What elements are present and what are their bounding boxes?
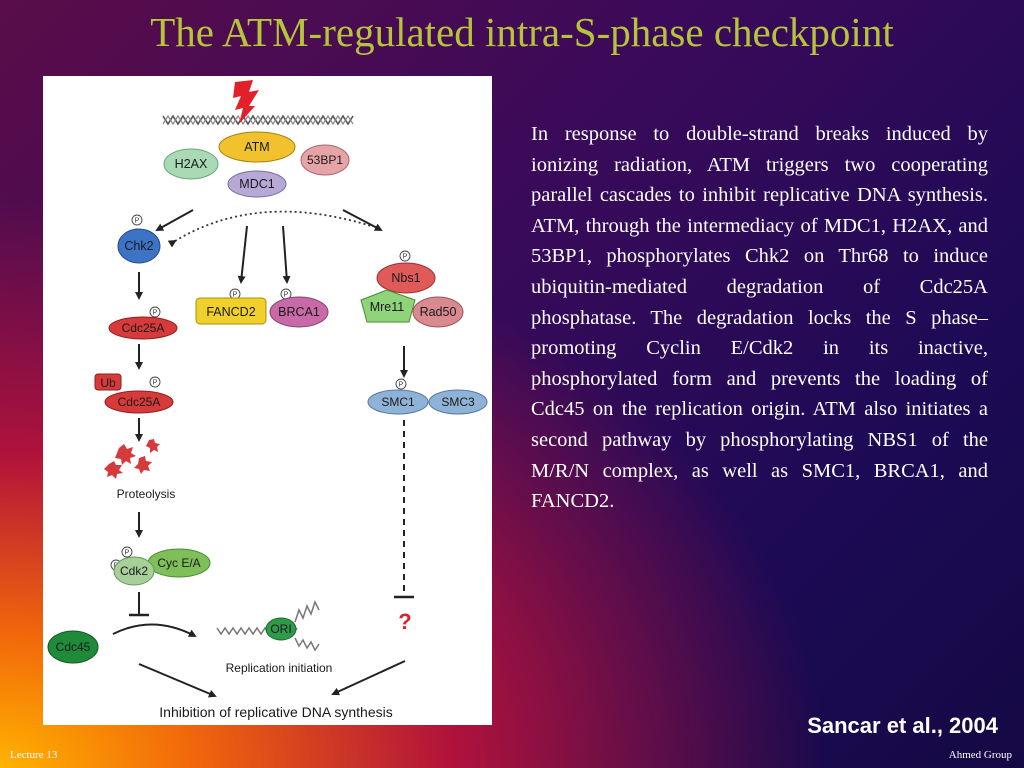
svg-text:P: P xyxy=(135,218,140,225)
53bp1-node xyxy=(300,144,350,176)
atm-node xyxy=(218,131,296,163)
cdk2-node xyxy=(113,556,155,586)
chk2-node xyxy=(117,228,161,264)
ori-label: ORI xyxy=(270,622,291,636)
arrow-right-inhibition xyxy=(331,660,406,696)
svg-text:P: P xyxy=(125,550,130,557)
slide-title: The ATM-regulated intra-S-phase checkpoi… xyxy=(150,9,894,55)
fancd2-node xyxy=(195,297,267,325)
cdc25a-ub-node xyxy=(104,390,174,414)
arrow-atm-chk2 xyxy=(155,209,194,231)
svg-text:P: P xyxy=(233,292,238,299)
ub-tag xyxy=(94,373,122,391)
mdc1-label: MDC1 xyxy=(239,177,274,191)
arrow-atm-nbs1 xyxy=(342,209,383,231)
atm-label: ATM xyxy=(244,140,269,154)
lightning-icon xyxy=(233,80,259,124)
nbs1-node xyxy=(376,262,436,294)
mre11-node xyxy=(360,289,416,323)
pathway-diagram: ATM H2AX 53BP1 MDC1 P Chk2 P Cdc25A Ub P… xyxy=(43,76,492,725)
chk2-label: Chk2 xyxy=(124,239,153,253)
cdc45-node xyxy=(47,630,99,664)
smc3-node xyxy=(428,389,488,415)
cdc25a-label: Cdc25A xyxy=(122,321,165,335)
ori-node xyxy=(265,617,297,641)
53bp1-label: 53BP1 xyxy=(307,153,343,167)
svg-text:P: P xyxy=(403,254,408,261)
arrow-atm-brca1 xyxy=(282,225,291,284)
cdc25a-ub-label: Cdc25A xyxy=(118,395,161,409)
dotted-arc-arrow xyxy=(167,210,372,248)
footer-group: Ahmed Group xyxy=(948,749,1012,761)
inhibition-label: Inhibition of replicative DNA synthesis xyxy=(159,704,392,720)
arrow-left-inhibition xyxy=(138,663,217,698)
h2ax-label: H2AX xyxy=(175,157,208,171)
svg-text:P: P xyxy=(399,382,404,389)
fragments-icon xyxy=(104,439,160,479)
svg-text:P: P xyxy=(153,310,158,317)
citation: Sancar et al., 2004 xyxy=(807,713,998,738)
cdc45-label: Cdc45 xyxy=(56,640,91,654)
cdk2-label: Cdk2 xyxy=(120,564,148,578)
brca1-node xyxy=(269,296,329,328)
dna-helix-icon xyxy=(162,114,354,126)
footer-lecture: Lecture 13 xyxy=(10,749,58,761)
nbs1-label: Nbs1 xyxy=(391,271,420,285)
question-mark: ? xyxy=(398,609,411,634)
replication-label: Replication initiation xyxy=(226,661,333,675)
svg-text:P: P xyxy=(284,292,289,299)
cyce-label: Cyc E/A xyxy=(157,556,200,570)
proteolysis-label: Proteolysis xyxy=(117,487,176,501)
arrow-atm-fancd2 xyxy=(237,225,248,284)
arrow-cdc45-ori xyxy=(112,623,197,637)
fancd2-label: FANCD2 xyxy=(206,305,255,319)
description-text: In response to double-strand breaks indu… xyxy=(531,123,988,513)
svg-text:P: P xyxy=(153,380,158,387)
cdc25a-node xyxy=(108,316,178,340)
smc1-label: SMC1 xyxy=(381,395,415,409)
mre11-label: Mre11 xyxy=(370,300,405,314)
smc1-node xyxy=(367,389,429,415)
mdc1-node xyxy=(227,170,287,198)
ub-label: Ub xyxy=(100,376,116,390)
smc3-label: SMC3 xyxy=(441,395,475,409)
h2ax-node xyxy=(163,148,219,180)
rad50-label: Rad50 xyxy=(420,305,457,319)
rad50-node xyxy=(412,296,464,328)
brca1-label: BRCA1 xyxy=(278,305,320,319)
